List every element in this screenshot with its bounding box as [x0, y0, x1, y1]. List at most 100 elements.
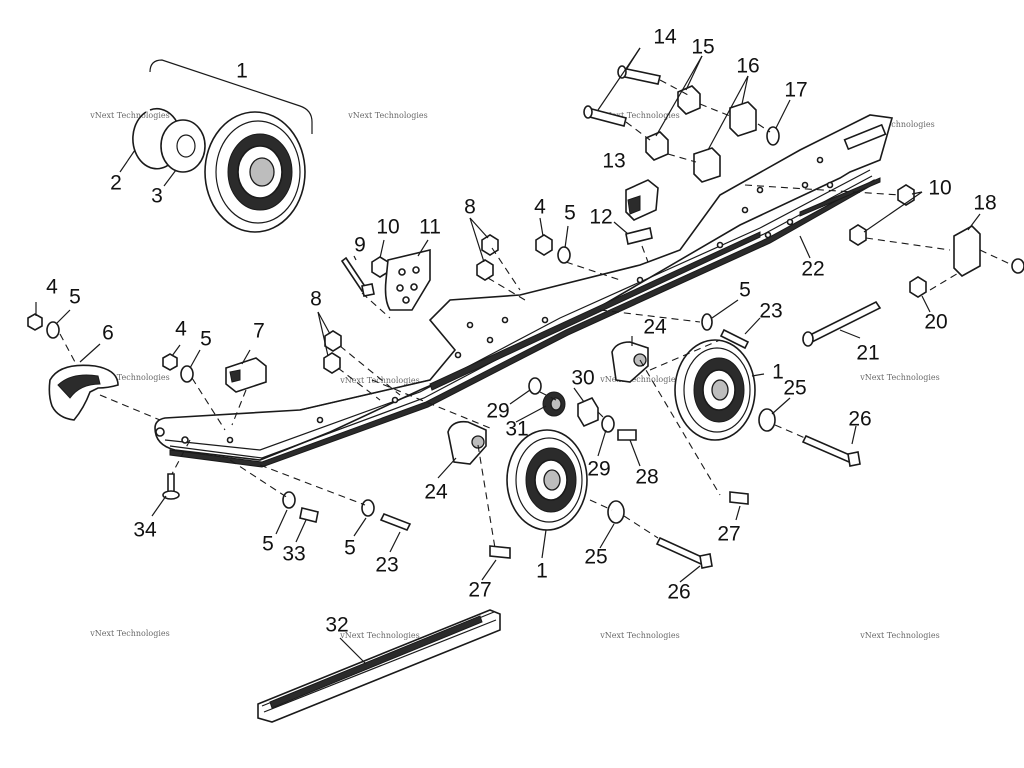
- callout-13: 13: [602, 150, 625, 173]
- watermark-text: vNext Technologies: [859, 631, 939, 640]
- lock-nut: [371, 256, 389, 278]
- callout-7: 7: [253, 320, 265, 343]
- watermark-text: vNext Technologies: [599, 631, 679, 640]
- callout-16: 16: [736, 55, 759, 78]
- bolt: [299, 507, 319, 523]
- wear-strip: [257, 609, 501, 723]
- callout-24-lower: 24: [424, 481, 448, 504]
- callout-30: 30: [571, 367, 594, 390]
- callout-5-left: 5: [69, 286, 81, 309]
- assembly-lines: [59, 79, 1011, 549]
- callout-4-mid: 4: [175, 318, 187, 341]
- bumper-block: [225, 357, 267, 393]
- callout-32: 32: [325, 614, 348, 637]
- lock-nut: [27, 313, 43, 331]
- left-hardware: [27, 313, 267, 421]
- rail-tip: [48, 364, 119, 421]
- callout-29-lower: 29: [587, 458, 610, 481]
- washer: [601, 415, 615, 433]
- watermark-text: vNext Technologies: [89, 629, 169, 638]
- callout-layer: 1 2 3 4 5 6 4 5 7 8 9 10 11 8 4 5 12 13 …: [46, 26, 997, 637]
- washer: [361, 499, 375, 517]
- wheel-bracket: [447, 420, 487, 465]
- callout-5-rail: 5: [739, 279, 751, 302]
- callout-10-right: 10: [928, 177, 951, 200]
- callout-20: 20: [924, 311, 947, 334]
- callout-3: 3: [151, 185, 163, 208]
- callout-31: 31: [505, 418, 528, 441]
- callout-1-right: 1: [772, 361, 784, 384]
- callout-26-lower: 26: [667, 581, 690, 604]
- rivet: [167, 473, 175, 493]
- pin: [719, 328, 750, 350]
- callout-6: 6: [102, 322, 114, 345]
- callout-9: 9: [354, 234, 366, 257]
- watermark-text: vNext Technologies: [89, 111, 169, 120]
- wheel-bracket: [611, 341, 649, 383]
- lock-nut: [481, 234, 499, 256]
- pivot-block: [729, 101, 757, 137]
- callout-4-left: 4: [46, 276, 58, 299]
- circlip: [132, 107, 182, 170]
- callout-14: 14: [653, 26, 677, 49]
- watermark-text: vNext Technologies: [599, 111, 679, 120]
- callout-22: 22: [801, 258, 824, 281]
- washer: [758, 408, 776, 432]
- callout-2: 2: [110, 172, 122, 195]
- callout-8-right: 8: [464, 196, 476, 219]
- washer: [557, 246, 571, 264]
- callout-10-left: 10: [376, 216, 399, 239]
- watermark-text: vNext Technologies: [854, 120, 934, 129]
- group-bracket: [149, 59, 313, 134]
- mounting-plate: [384, 248, 431, 311]
- washer: [528, 377, 542, 395]
- right-wheel-assembly: [611, 313, 861, 505]
- rail-side-plate: [154, 114, 894, 461]
- axle-bolt: [806, 300, 882, 344]
- callout-29-upper: 29: [486, 400, 509, 423]
- bolt: [617, 429, 637, 441]
- bolt: [340, 256, 368, 293]
- callout-27-upper: 27: [717, 523, 740, 546]
- callout-4-right: 4: [534, 196, 546, 219]
- wheel-bolt: [655, 536, 706, 566]
- pivot-block: [693, 147, 721, 183]
- callout-28: 28: [635, 466, 658, 489]
- rail-holes: [155, 156, 834, 444]
- lock-nut: [535, 234, 553, 256]
- idler-wheel-bottom: [506, 429, 588, 531]
- callout-23-upper: 23: [759, 300, 782, 323]
- callout-17: 17: [784, 79, 807, 102]
- watermark-text: vNext Technologies: [859, 373, 939, 382]
- callout-23-lower: 23: [375, 554, 398, 577]
- callout-24-upper: 24: [643, 316, 667, 339]
- watermark-text: vNext Technologies: [339, 631, 419, 640]
- spacer-bolt: [729, 491, 749, 505]
- lock-nut: [897, 184, 915, 206]
- lock-nut: [323, 352, 341, 374]
- callout-33: 33: [282, 543, 305, 566]
- callout-1-bottom: 1: [536, 560, 548, 583]
- watermark-text: vNext Technologies: [347, 111, 427, 120]
- spacer: [645, 131, 669, 161]
- lock-nut: [849, 224, 867, 246]
- lock-nut: [162, 353, 178, 371]
- spacer-bolt: [489, 545, 511, 559]
- wheel-bolt: [801, 434, 854, 464]
- lock-nut: [324, 330, 342, 352]
- callout-21: 21: [856, 342, 879, 365]
- lower-wheel-assembly: [447, 377, 713, 569]
- spacer: [577, 396, 599, 428]
- bearing: [160, 119, 206, 173]
- lock-nut: [909, 276, 927, 298]
- lock-nut: [476, 259, 494, 281]
- callout-5-right: 5: [564, 202, 576, 225]
- washer: [607, 500, 625, 524]
- washer: [180, 365, 194, 383]
- callout-25-upper: 25: [783, 377, 806, 400]
- callout-15: 15: [691, 36, 714, 59]
- center-hardware: [323, 179, 659, 374]
- idler-wheel-top: [204, 111, 306, 233]
- washer: [701, 313, 713, 331]
